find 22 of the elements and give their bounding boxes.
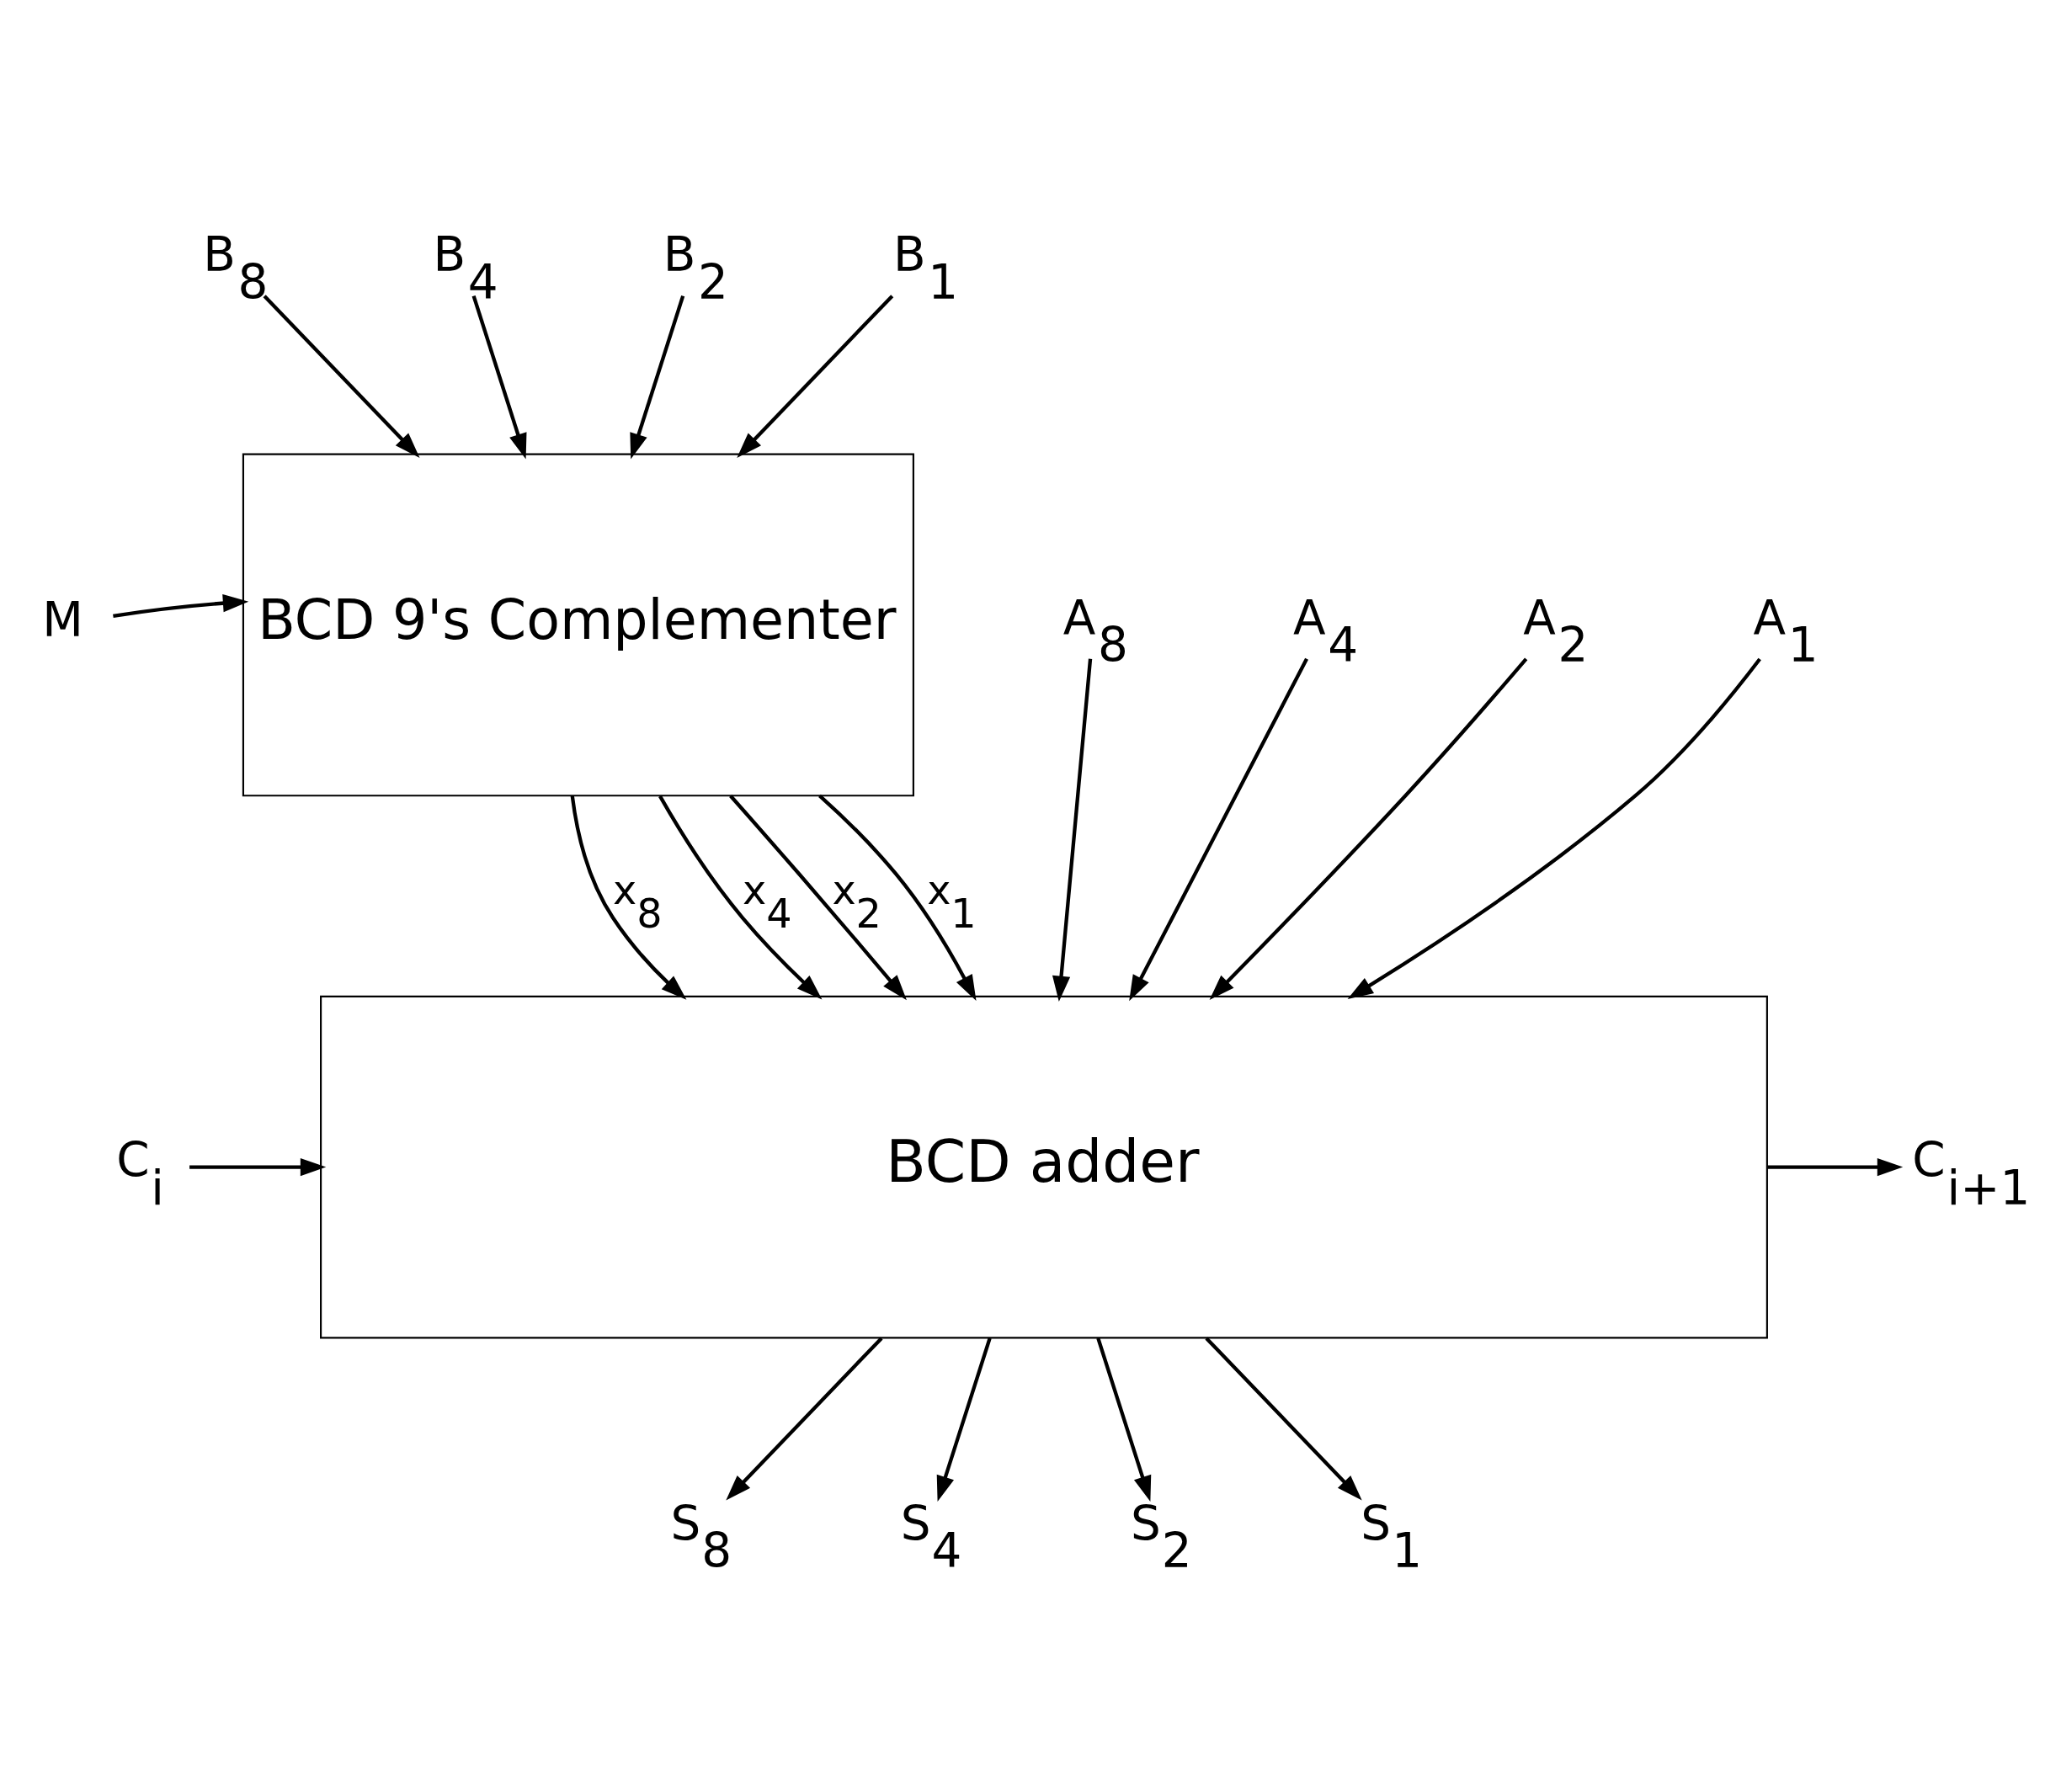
arrow — [1129, 657, 1308, 1002]
arrow — [1767, 1157, 1904, 1177]
arrow — [263, 295, 420, 458]
arrow — [936, 1337, 992, 1502]
node-text: M — [42, 593, 83, 648]
node-box: BCD adder — [320, 995, 1768, 1339]
node-box: BCD 9's Complementer — [242, 453, 914, 797]
arrow — [1096, 1337, 1152, 1502]
arrow — [630, 295, 685, 460]
arrow — [658, 795, 823, 1000]
arrow — [729, 795, 907, 1001]
arrow — [818, 794, 977, 1001]
arrow — [1205, 1337, 1362, 1501]
arrow — [1209, 657, 1528, 1000]
arrow — [726, 1337, 883, 1501]
arrow — [1347, 657, 1761, 999]
arrow — [189, 1157, 327, 1177]
arrow — [471, 295, 527, 460]
arrow — [737, 295, 894, 458]
arrow — [570, 795, 687, 1000]
arrow — [1052, 658, 1093, 1002]
arrow — [113, 594, 249, 619]
